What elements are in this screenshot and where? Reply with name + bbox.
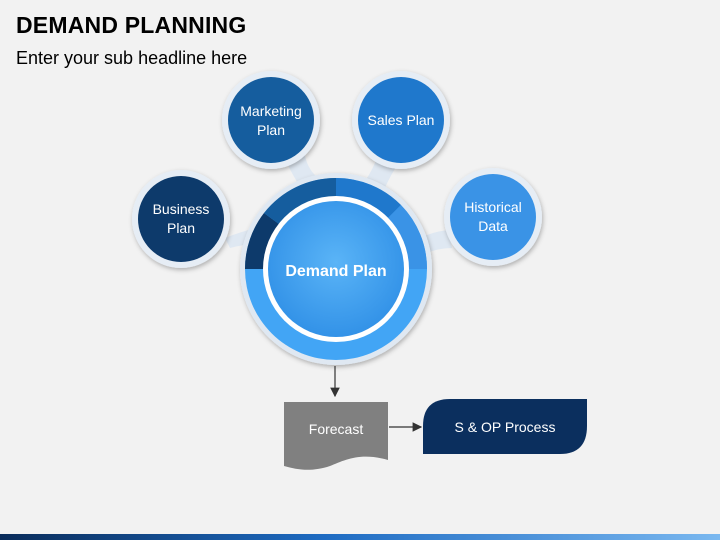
business-plan-node: Business Plan xyxy=(132,170,230,268)
marketing-plan-label-1: Marketing xyxy=(240,103,301,119)
sales-plan-node: Sales Plan xyxy=(352,71,450,169)
sales-plan-label: Sales Plan xyxy=(368,112,435,128)
hub-segment-business xyxy=(244,213,283,269)
business-plan-label-2: Plan xyxy=(167,220,195,236)
page-subtitle: Enter your sub headline here xyxy=(16,48,248,68)
hub-core xyxy=(268,201,404,337)
historical-data-label-1: Historical xyxy=(464,199,522,215)
hub-segment-sales xyxy=(336,177,401,222)
marketing-plan-node: Marketing Plan xyxy=(222,71,320,169)
demand-plan-hub: Demand Plan xyxy=(240,173,432,365)
page-title: DEMAND PLANNING xyxy=(16,12,247,38)
process-label: S & OP Process xyxy=(455,419,556,435)
business-plan-label-1: Business xyxy=(153,201,210,217)
historical-data-label-2: Data xyxy=(478,218,508,234)
process-node: S & OP Process xyxy=(423,399,587,454)
hub-segment-marketing xyxy=(264,177,336,227)
forecast-node: Forecast xyxy=(284,402,388,470)
hub-segment-historical xyxy=(384,205,428,269)
historical-data-node: Historical Data xyxy=(444,168,542,266)
marketing-plan-label-2: Plan xyxy=(257,122,285,138)
forecast-label: Forecast xyxy=(309,421,364,437)
demand-plan-label: Demand Plan xyxy=(285,263,386,280)
footer-bar xyxy=(0,534,720,540)
